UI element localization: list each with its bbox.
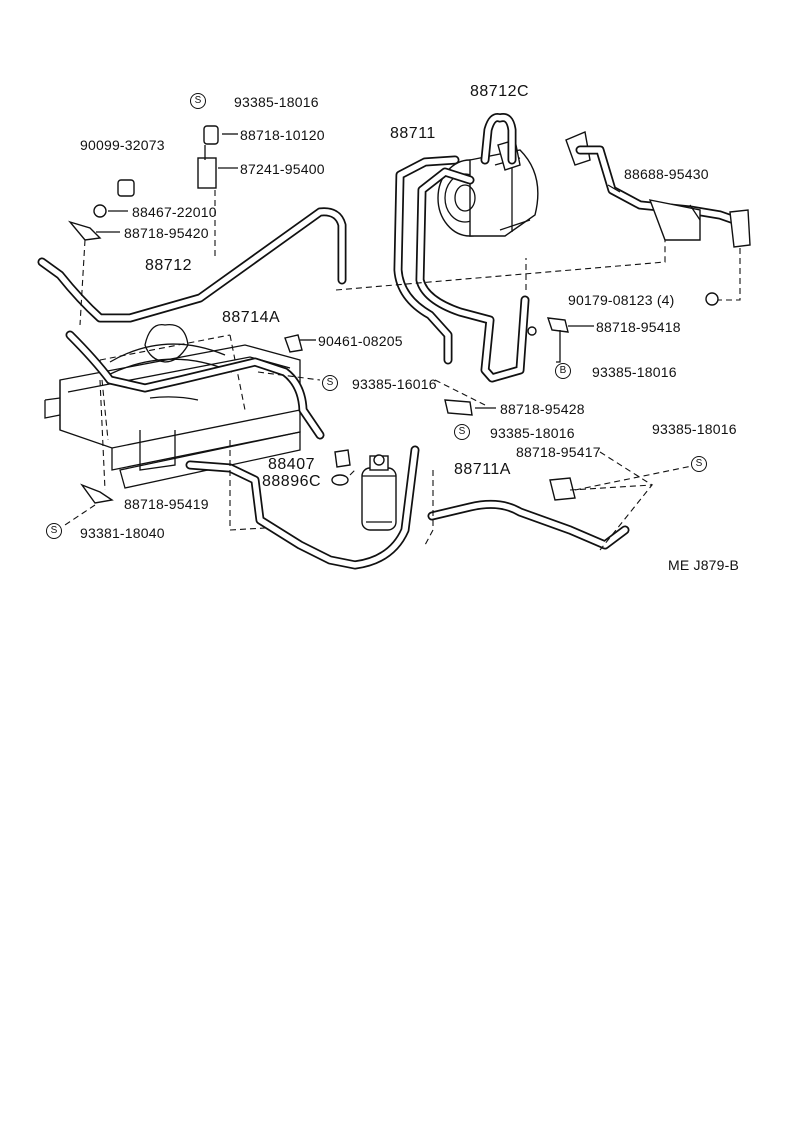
symbol-s: S <box>322 375 338 391</box>
symbol-s: S <box>190 93 206 109</box>
part-93385-18016-mid: 93385-18016 <box>490 425 575 441</box>
part-88718-95428: 88718-95428 <box>500 401 585 417</box>
part-88711A: 88711A <box>454 461 511 478</box>
part-90099-32073: 90099-32073 <box>80 137 165 153</box>
part-93385-18016-b: 93385-18016 <box>592 364 677 380</box>
part-88711: 88711 <box>390 125 436 142</box>
drawing-code: ME J879-B <box>668 557 740 573</box>
part-93385-16016: 93385-16016 <box>352 376 437 392</box>
part-88467-22010: 88467-22010 <box>132 204 217 220</box>
symbol-s: S <box>454 424 470 440</box>
part-88714A: 88714A <box>222 309 281 326</box>
part-88896C: 88896C <box>262 473 322 490</box>
symbol-s: S <box>46 523 62 539</box>
part-90179-08123: 90179-08123 (4) <box>568 292 675 308</box>
symbol-b: B <box>555 363 571 379</box>
leader-lines <box>61 133 741 551</box>
part-93381-18040: 93381-18040 <box>80 525 165 541</box>
part-88718-95418: 88718-95418 <box>596 319 681 335</box>
symbol-s: S <box>691 456 707 472</box>
part-87241-95400: 87241-95400 <box>240 161 325 177</box>
part-88712: 88712 <box>145 257 192 274</box>
part-93385-18016-top: 93385-18016 <box>234 94 319 110</box>
part-88718-95420: 88718-95420 <box>124 225 209 241</box>
part-93385-18016-right: 93385-18016 <box>652 421 737 437</box>
part-88718-95419: 88718-95419 <box>124 496 209 512</box>
small-parts <box>67 125 719 504</box>
part-88718-10120: 88718-10120 <box>240 127 325 143</box>
part-88407: 88407 <box>268 456 315 473</box>
part-88712C: 88712C <box>470 83 530 100</box>
receiver-dryer <box>361 454 397 531</box>
bracket-assembly <box>565 131 751 248</box>
pipes <box>37 113 630 570</box>
part-88718-95417: 88718-95417 <box>516 444 601 460</box>
part-90461-08205: 90461-08205 <box>318 333 403 349</box>
part-88688-95430: 88688-95430 <box>624 166 709 182</box>
